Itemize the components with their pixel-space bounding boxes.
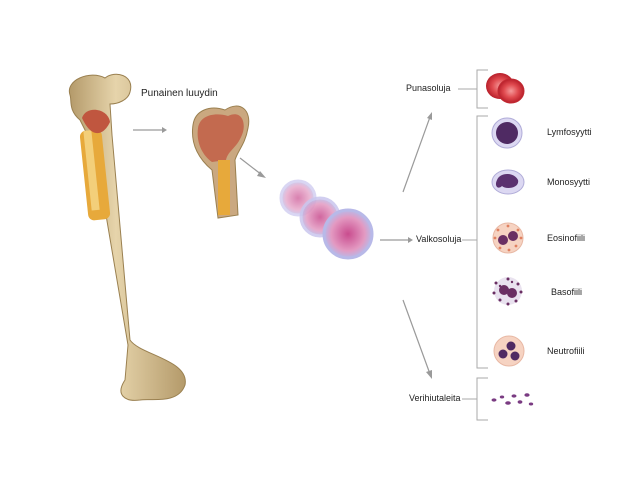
label-neutrophil: Neutrofiili: [547, 346, 585, 356]
eosinophil-cell: [492, 222, 524, 254]
label-lymphocyte: Lymfosyytti: [547, 127, 592, 137]
neutrophil-cell: [493, 335, 525, 367]
label-monocyte: Monosyytti: [547, 177, 591, 187]
group-brackets: [458, 69, 488, 421]
label-eosinophil: Eosinofiili: [547, 233, 586, 243]
label-platelets: Verihiutaleita: [409, 393, 461, 403]
femur-bone: [68, 73, 186, 401]
label-white-cells: Valkosoluja: [416, 234, 462, 244]
arrow-marrow-to-cells: [239, 157, 266, 178]
label-basophil: Basofiili: [551, 287, 583, 297]
label-red-cells: Punasoluja: [406, 83, 451, 93]
red-blood-cells: [486, 73, 525, 104]
monocyte-cell: [491, 169, 525, 195]
arrows-to-groups: [380, 112, 432, 379]
label-red-marrow: Punainen luuydin: [141, 88, 218, 99]
lymphocyte-cell: [491, 117, 523, 149]
red-marrow-closeup: [191, 105, 250, 219]
stem-cells: [279, 179, 374, 260]
arrow-bone-to-marrow: [133, 127, 167, 133]
platelets: [491, 393, 534, 406]
basophil-cell: [492, 277, 523, 306]
